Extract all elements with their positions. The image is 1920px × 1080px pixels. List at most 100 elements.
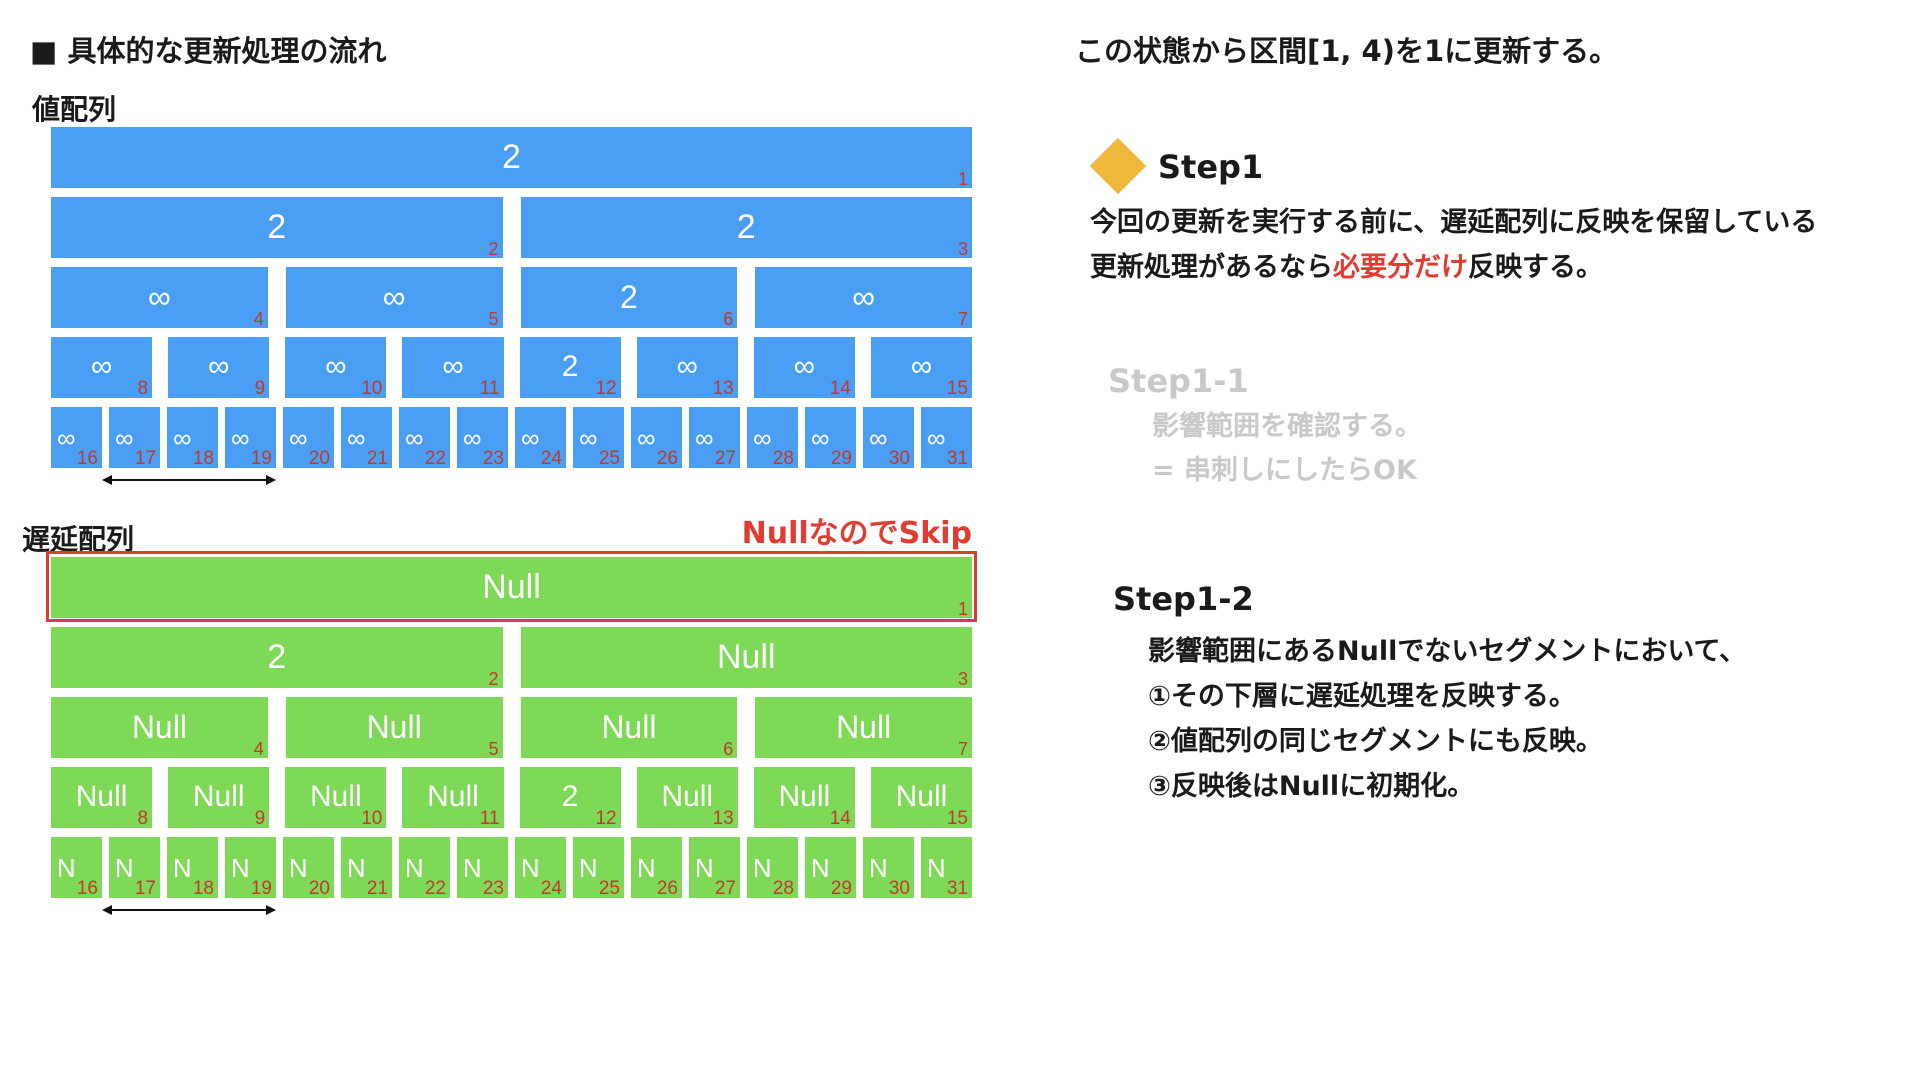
node-index: 31: [946, 878, 968, 899]
step1-2-line3: ②値配列の同じセグメントにも反映。: [1148, 726, 1603, 757]
node-value: ∞: [463, 422, 482, 453]
node-value: 2: [267, 207, 287, 246]
node-index: 7: [957, 739, 968, 759]
node-value: ∞: [753, 422, 772, 453]
value-tree-node-17: ∞17: [109, 407, 160, 468]
node-index: 24: [540, 448, 562, 469]
node-value: N: [578, 852, 598, 883]
value-tree-node-4: ∞4: [51, 267, 268, 328]
value-tree-node-10: ∞10: [285, 337, 387, 398]
node-index: 28: [772, 878, 794, 899]
node-index: 12: [595, 808, 617, 829]
node-value: 2: [561, 780, 579, 814]
node-value: ∞: [325, 350, 347, 384]
node-index: 18: [192, 878, 214, 899]
node-index: 26: [656, 878, 678, 899]
node-value: 2: [267, 637, 287, 676]
node-value: 2: [502, 137, 521, 176]
value-array-label: 値配列: [32, 93, 117, 126]
node-value: ∞: [910, 350, 933, 384]
node-value: 2: [736, 207, 756, 246]
node-index: 16: [76, 448, 98, 469]
step1-title: Step1: [1158, 148, 1264, 186]
node-value: N: [172, 852, 192, 883]
node-value: ∞: [695, 422, 714, 453]
node-index: 19: [250, 448, 272, 469]
node-value: ∞: [347, 422, 366, 453]
step1-line2-post: 反映する。: [1468, 252, 1603, 283]
node-index: 3: [957, 669, 968, 689]
value-tree-node-30: ∞30: [863, 407, 914, 468]
node-value: ∞: [289, 422, 308, 453]
node-value: N: [694, 852, 714, 883]
node-value: ∞: [579, 422, 598, 453]
node-index: 29: [830, 448, 852, 469]
node-value: ∞: [207, 350, 230, 384]
node-value: Null: [75, 780, 128, 814]
node-value: ∞: [637, 422, 656, 453]
node-value: N: [346, 852, 366, 883]
value-tree-node-25: ∞25: [573, 407, 624, 468]
value-tree-node-9: ∞9: [168, 337, 270, 399]
node-index: 15: [946, 808, 968, 829]
node-value: N: [810, 852, 830, 883]
node-value: 2: [561, 350, 579, 384]
value-tree-node-21: ∞21: [341, 407, 392, 468]
lazy-tree-node-6: Null 6: [520, 697, 738, 759]
node-value: N: [230, 852, 250, 883]
node-index: 25: [598, 448, 620, 469]
node-value: ∞: [147, 279, 171, 316]
node-value: ∞: [676, 350, 698, 384]
node-value: Null: [601, 709, 657, 746]
value-tree-node-26: ∞26: [631, 407, 682, 468]
node-value: ∞: [405, 422, 424, 453]
node-index: 6: [723, 739, 734, 759]
node-index: 8: [137, 808, 149, 829]
step1-1-title: Step1-1: [1108, 362, 1249, 400]
node-value: ∞: [173, 422, 192, 453]
value-tree-node-24: ∞24: [515, 407, 566, 468]
node-value: Null: [716, 637, 776, 676]
node-value: N: [868, 852, 888, 883]
value-tree-node-18: ∞18: [167, 407, 218, 468]
node-index: 1: [957, 169, 968, 189]
node-value: N: [288, 852, 308, 883]
node-index: 9: [254, 378, 266, 399]
node-index: 24: [540, 878, 562, 899]
value-tree-node-19: ∞19: [225, 407, 276, 468]
node-index: 13: [712, 808, 734, 829]
node-value: N: [114, 852, 134, 883]
node-index: 4: [253, 309, 264, 329]
value-tree-node-15: ∞15: [870, 337, 972, 398]
node-value: N: [56, 852, 76, 883]
value-tree-node-7: ∞7: [755, 267, 972, 328]
lazy-array-label: 遅延配列: [22, 523, 135, 556]
node-index: 16: [76, 878, 98, 899]
step1-2-line4: ③反映後はNullに初期化。: [1148, 771, 1475, 802]
value-tree-node-31: ∞31: [921, 407, 972, 468]
node-index: 31: [946, 448, 968, 469]
node-value: N: [926, 852, 946, 883]
node-index: 21: [366, 878, 388, 899]
node-index: 27: [714, 878, 736, 899]
node-value: N: [404, 852, 424, 883]
node-index: 12: [595, 378, 617, 399]
node-value: ∞: [231, 422, 250, 453]
node-index: 28: [772, 448, 794, 469]
node-value: N: [462, 852, 482, 883]
node-index: 14: [829, 808, 851, 829]
